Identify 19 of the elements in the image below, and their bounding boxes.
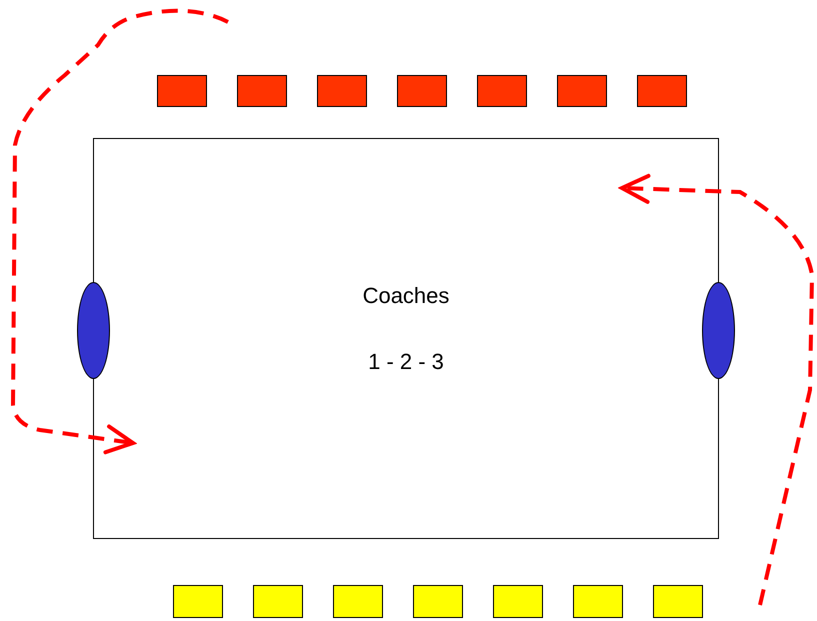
player-marker <box>173 585 223 618</box>
player-marker <box>397 75 447 107</box>
player-marker <box>653 585 703 618</box>
player-marker <box>573 585 623 618</box>
player-marker <box>557 75 607 107</box>
player-marker <box>237 75 287 107</box>
player-marker <box>413 585 463 618</box>
player-marker <box>493 585 543 618</box>
player-marker <box>477 75 527 107</box>
field-subtitle: 1 - 2 - 3 <box>368 349 444 375</box>
player-marker <box>253 585 303 618</box>
field-title: Coaches <box>362 283 450 309</box>
player-marker <box>157 75 207 107</box>
dashed-arrow <box>620 174 814 606</box>
player-marker <box>317 75 367 107</box>
dashed-arrow <box>11 8 229 454</box>
playing-field <box>93 138 719 539</box>
player-marker <box>637 75 687 107</box>
player-marker <box>333 585 383 618</box>
